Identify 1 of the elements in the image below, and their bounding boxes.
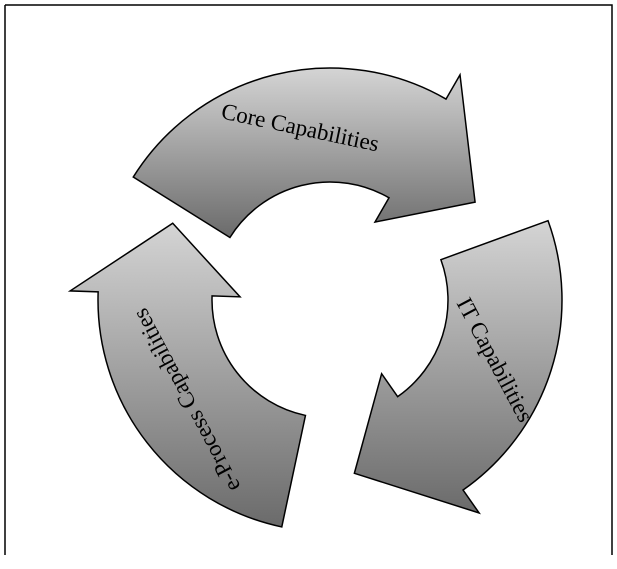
arrow-label: Core Capabilities (218, 98, 381, 158)
